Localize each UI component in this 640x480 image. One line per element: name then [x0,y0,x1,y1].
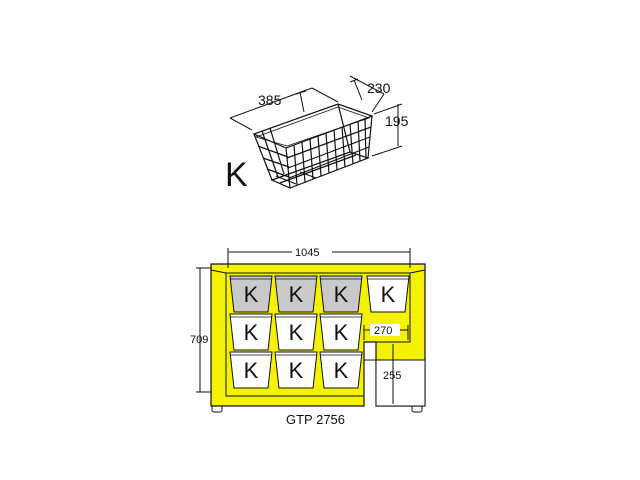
basket-slot: K [319,313,363,351]
basket-label: K [381,282,396,307]
model-name: GTP 2756 [286,412,345,427]
basket-slot: K [229,351,273,389]
basket-slot: K [366,275,410,313]
basket-slot: K [274,275,318,313]
basket-outline [319,275,363,313]
basket-slot: K [229,275,273,313]
basket-label: K [244,282,259,307]
basket-outline [366,275,410,313]
basket-slot: K [229,313,273,351]
basket-label: K [289,358,304,383]
basket-label: K [244,320,259,345]
inner-cavity [225,272,411,397]
basket-dimension-lines [229,75,403,157]
lid-rim-left [210,269,227,274]
basket-outline [274,313,318,351]
freezer-width-dimension: 1045 [295,247,319,259]
wire-basket-drawing [252,78,374,189]
basket-height-dimension: 195 [385,113,409,129]
basket-label: K [244,358,259,383]
basket-label: K [289,320,304,345]
basket-slot: K [274,351,318,389]
compressor-width-label-bg [370,324,400,336]
basket-width-dimension: 230 [367,80,391,96]
compressor-area [375,359,426,407]
basket-length-dimension: 385 [258,92,282,108]
basket-outline [229,275,273,313]
compressor-width-dimension: 270 [374,325,392,337]
compressor-height-dimension: 255 [383,370,401,382]
basket-type-letter: K [225,156,248,194]
lid-rim-right [409,269,426,274]
basket-label: K [334,358,349,383]
basket-slot: K [319,275,363,313]
basket-outline [274,351,318,389]
width-label-bg [292,244,332,258]
basket-outline [274,275,318,313]
basket-outline [319,313,363,351]
basket-outline [229,351,273,389]
basket-slot: K [319,351,363,389]
basket-label: K [334,320,349,345]
freezer-height-dimension: 709 [190,334,208,346]
basket-label: K [334,282,349,307]
basket-slot: K [274,313,318,351]
basket-outline [229,313,273,351]
basket-outline [319,351,363,389]
basket-label: K [289,282,304,307]
